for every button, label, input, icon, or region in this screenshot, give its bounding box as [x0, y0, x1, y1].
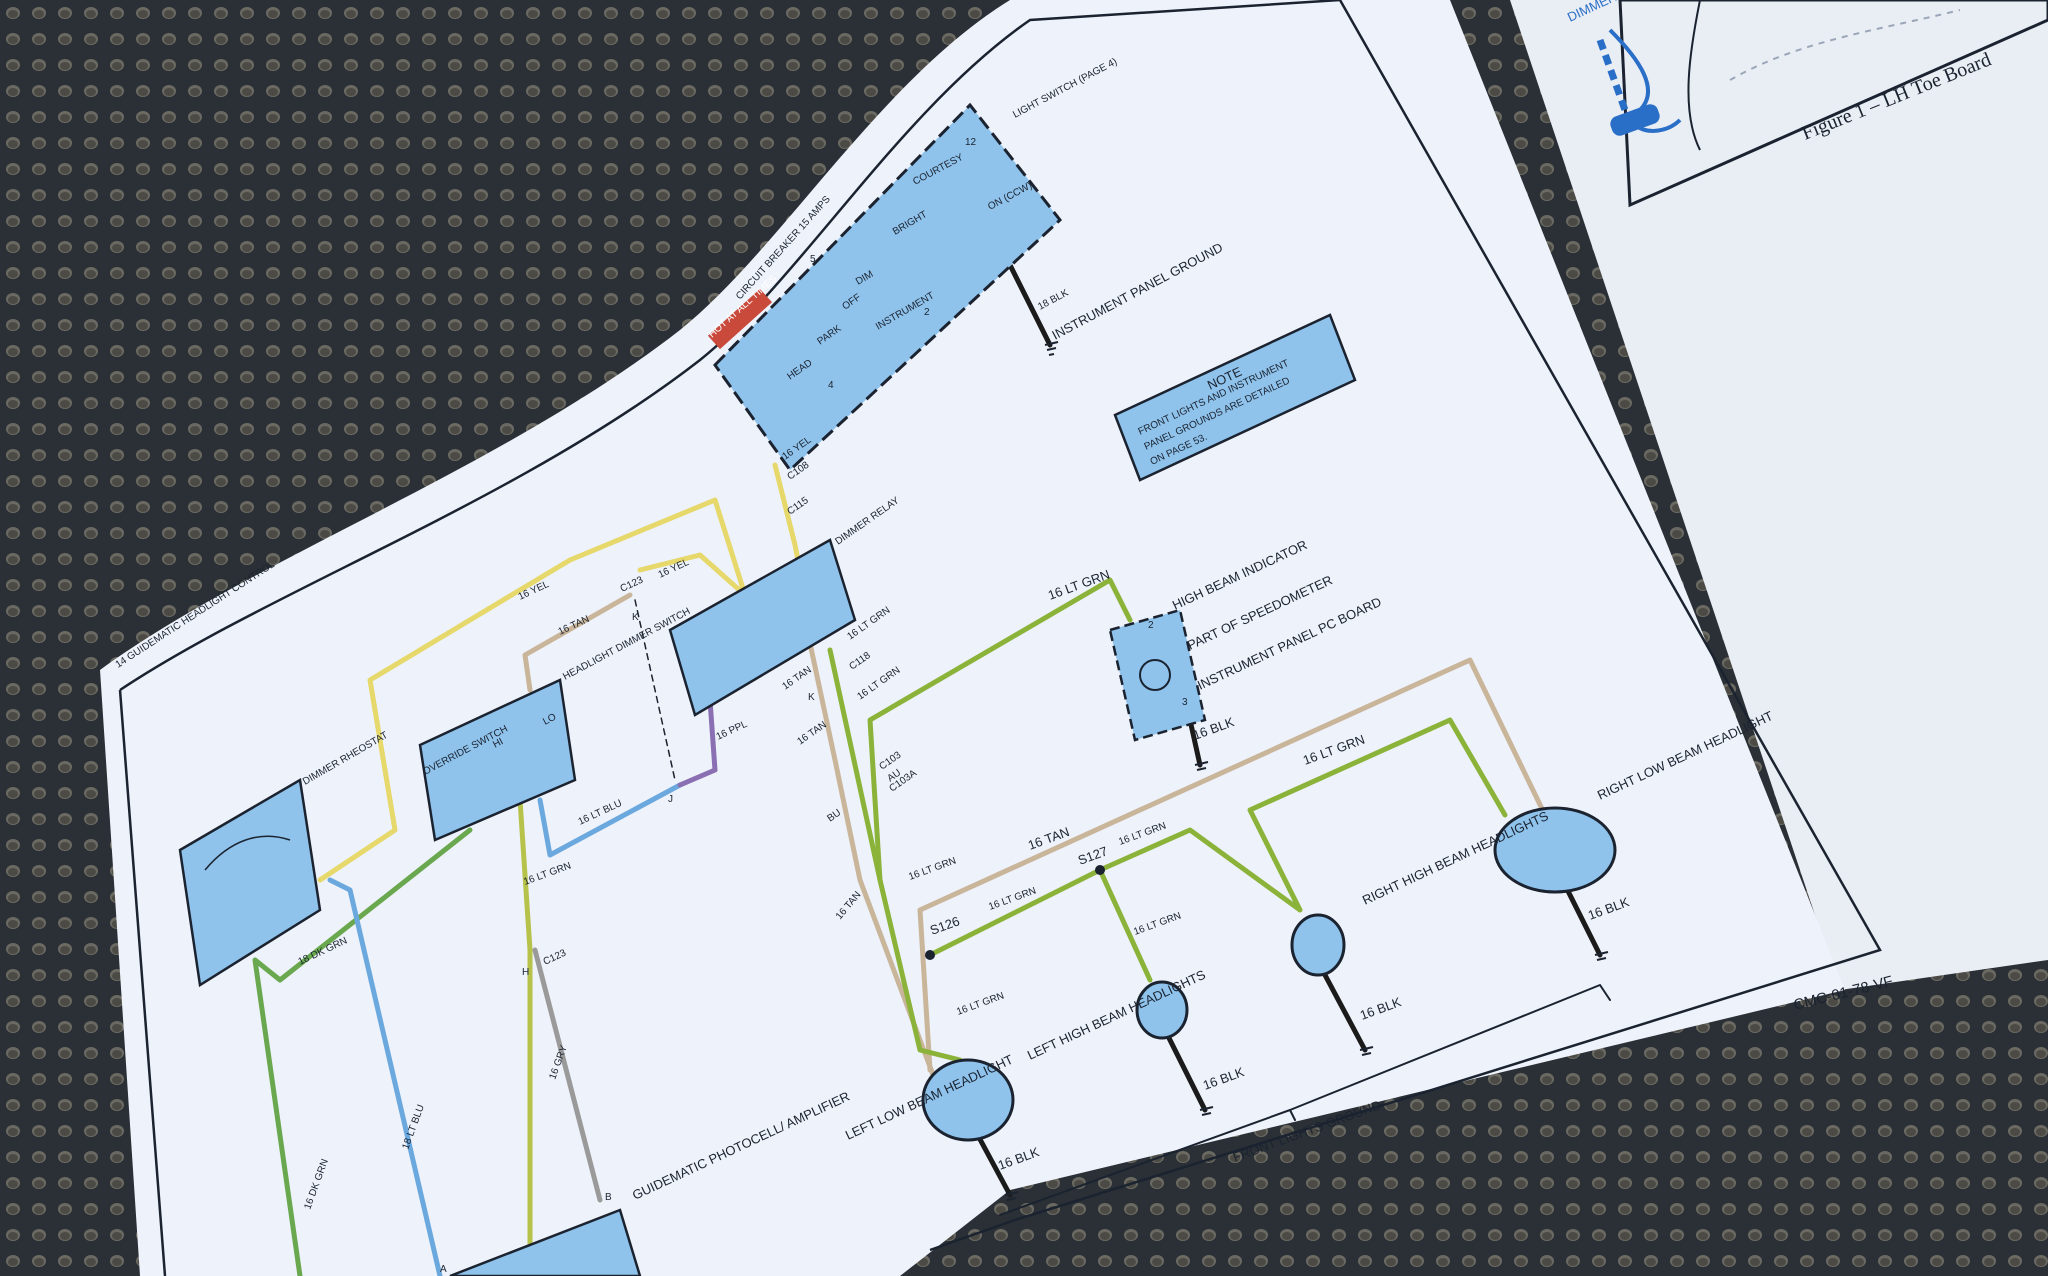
wire-blk-right-high [1322, 972, 1368, 1053]
hot-at-all-times-tag [707, 288, 773, 350]
wire-blk-right-low [1562, 882, 1603, 958]
mechanical-link [634, 599, 676, 781]
k-label-relay: K [808, 692, 815, 703]
wire-16-tan-b [802, 617, 938, 1083]
wire-18-dkgrn [252, 827, 473, 1276]
left-low-beam-lamp [921, 1058, 1015, 1142]
wire-16-tan-a [522, 592, 633, 693]
wire-16-tan-d [917, 907, 933, 1073]
rheostat-arc [204, 835, 291, 871]
pin-2: 2 [924, 307, 930, 318]
wire-blk-left-low [972, 1127, 1013, 1198]
wire-16-ltblu [537, 782, 683, 858]
right-page [1380, 0, 2048, 990]
splice-s127-dot [1095, 865, 1105, 875]
headlight-dimmer-switch-box [418, 678, 577, 842]
splice-s126-dot [925, 950, 935, 960]
pin-5: 5 [810, 254, 816, 265]
wire-18-ltblu [327, 877, 443, 1276]
k-label-top: K [632, 612, 639, 623]
wire-16-gry [532, 947, 603, 1203]
ground-bracket [999, 984, 1611, 1216]
right-low-beam-lamp [1493, 806, 1617, 894]
wire-ltgrn-left [877, 877, 963, 1063]
wire-18-blk [1007, 262, 1053, 348]
j-label: J [668, 794, 673, 805]
h-label: H [522, 967, 529, 978]
wire-blk-indicator [1187, 717, 1203, 768]
amplifier-box [449, 1208, 642, 1276]
page-border [119, 0, 1882, 1252]
dimmer-rheostat-box [178, 777, 322, 988]
page-border-left [118, 689, 167, 1276]
wire-16-ppl [677, 697, 718, 788]
light-switch-box [713, 102, 1063, 473]
wire-16-tan-c [917, 657, 1548, 913]
wire-blk-left-high [1162, 1027, 1208, 1113]
a-label: A [440, 1264, 447, 1275]
hi-label: HI [491, 736, 505, 750]
ground-symbols [1004, 341, 1609, 1201]
right-high-beam-lamp [1290, 913, 1346, 977]
note-box [1113, 313, 1357, 482]
pin-4: 4 [828, 380, 834, 391]
left-high-beam-lamp [1135, 980, 1189, 1040]
wire-16-ltgrn-gry [517, 797, 533, 1276]
indicator-bulb [1139, 659, 1171, 691]
indicator-pin-3: 3 [1182, 697, 1188, 708]
figure-frame [1618, 0, 2048, 208]
dimmer-relay-box [668, 538, 857, 717]
wire-ltgrn-indicator [827, 577, 1133, 883]
b-label: B [605, 1192, 612, 1203]
indicator-pin-2: 2 [1148, 620, 1154, 631]
pin-12: 12 [965, 137, 977, 148]
wire-ltgrn-left-high [1097, 867, 1153, 983]
wire-16-yel [317, 497, 748, 883]
high-beam-indicator-box [1108, 608, 1207, 742]
wire-16-yel-b [637, 552, 748, 598]
